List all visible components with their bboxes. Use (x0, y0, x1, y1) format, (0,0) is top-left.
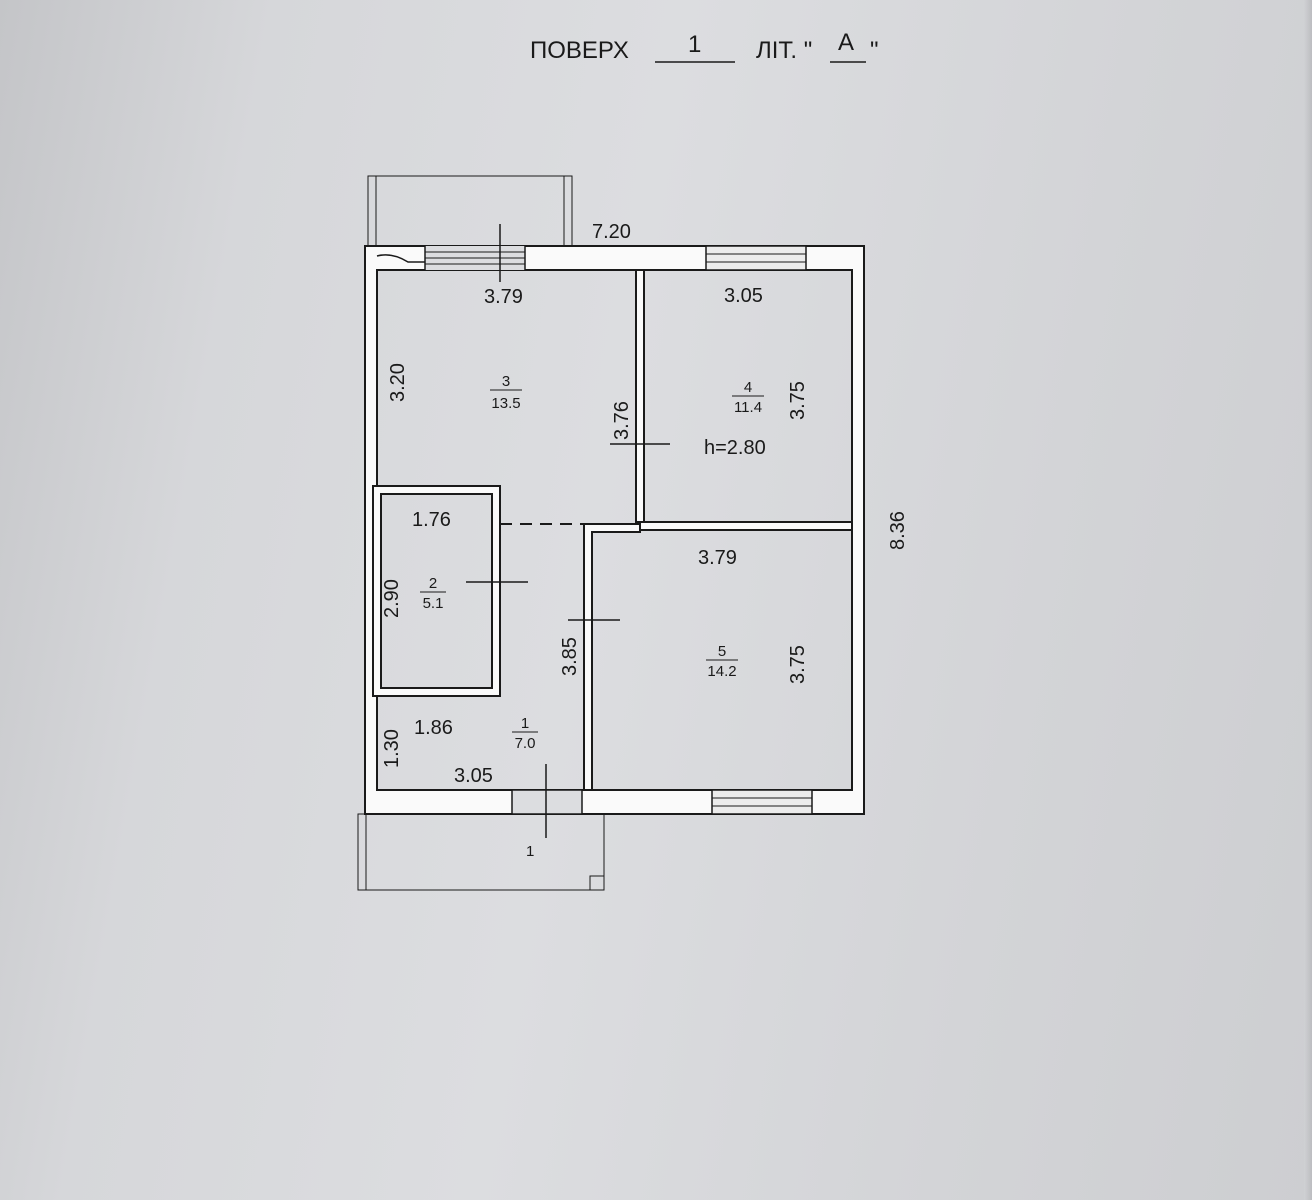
room-1-area: 7.0 (515, 735, 536, 752)
room-3-height: 3.20 (387, 363, 409, 402)
room-5-area: 14.2 (707, 663, 736, 680)
room-2-height: 2.90 (381, 579, 403, 618)
floor-label: ПОВЕРХ (530, 37, 629, 64)
entrance-area (357, 813, 605, 891)
window-top (705, 245, 807, 271)
floor-value: 1 (688, 31, 701, 58)
room-3-number: 3 (502, 373, 510, 390)
room-5-width: 3.79 (698, 547, 737, 569)
room-5-side: 3.85 (559, 637, 581, 676)
room-5-height: 3.75 (787, 645, 809, 684)
room-1-width: 1.86 (414, 717, 453, 739)
room-2-area: 5.1 (423, 595, 444, 612)
wall-4-5 (635, 521, 853, 531)
room-2-width: 1.76 (412, 509, 451, 531)
room-5-number: 5 (718, 643, 726, 660)
room-1-height: 1.30 (381, 729, 403, 768)
room-1-number: 1 (521, 715, 529, 732)
bathroom-walls (372, 485, 501, 697)
room-4-width: 3.05 (724, 285, 763, 307)
top-balcony (367, 175, 573, 247)
room-2-number: 2 (429, 575, 437, 592)
entrance-area-corner (589, 875, 605, 891)
lit-value: А (838, 29, 854, 56)
wall-5-left (583, 523, 641, 791)
window-bottom (711, 789, 813, 815)
room-4-area: 11.4 (734, 399, 762, 416)
room-3-area: 13.5 (491, 395, 520, 412)
room-3-side: 3.76 (611, 401, 633, 440)
ceiling-height: h=2.80 (704, 437, 766, 459)
room-3-width: 3.79 (484, 286, 523, 308)
room-4-number: 4 (744, 379, 752, 396)
overall-height-label: 8.36 (887, 511, 909, 550)
page-edge (1304, 0, 1312, 1200)
overall-width-label: 7.20 (592, 221, 631, 243)
lit-close: " (870, 37, 879, 64)
entrance-door (511, 789, 583, 815)
wall-3-4 (635, 269, 645, 525)
lit-label: ЛІТ. " (756, 37, 812, 64)
entrance-label: 1 (526, 843, 534, 860)
room-4-height: 3.75 (787, 381, 809, 420)
room-1-bottom: 3.05 (454, 765, 493, 787)
balcony-wall-notch (376, 254, 425, 263)
